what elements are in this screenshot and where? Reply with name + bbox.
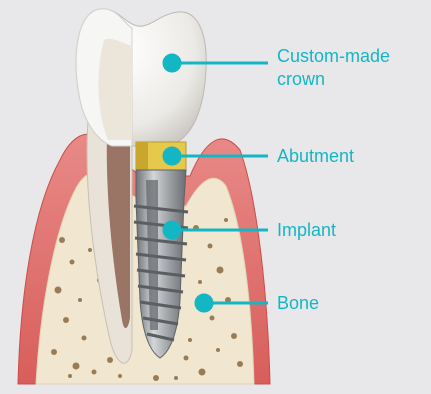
crown-dentin xyxy=(98,39,132,140)
crown-pointer-dot xyxy=(164,55,180,71)
crown-label: Custom-made crown xyxy=(277,45,390,91)
bone-label: Bone xyxy=(277,292,319,315)
crown-label-line2: crown xyxy=(277,68,390,91)
bone-pointer-dot xyxy=(196,295,212,311)
abutment-pointer-dot xyxy=(164,148,180,164)
implant-label: Implant xyxy=(277,219,336,242)
crown-label-line1: Custom-made xyxy=(277,45,390,68)
abutment-label: Abutment xyxy=(277,145,354,168)
abutment-shade xyxy=(136,142,148,170)
implant-pointer-dot xyxy=(164,222,180,238)
